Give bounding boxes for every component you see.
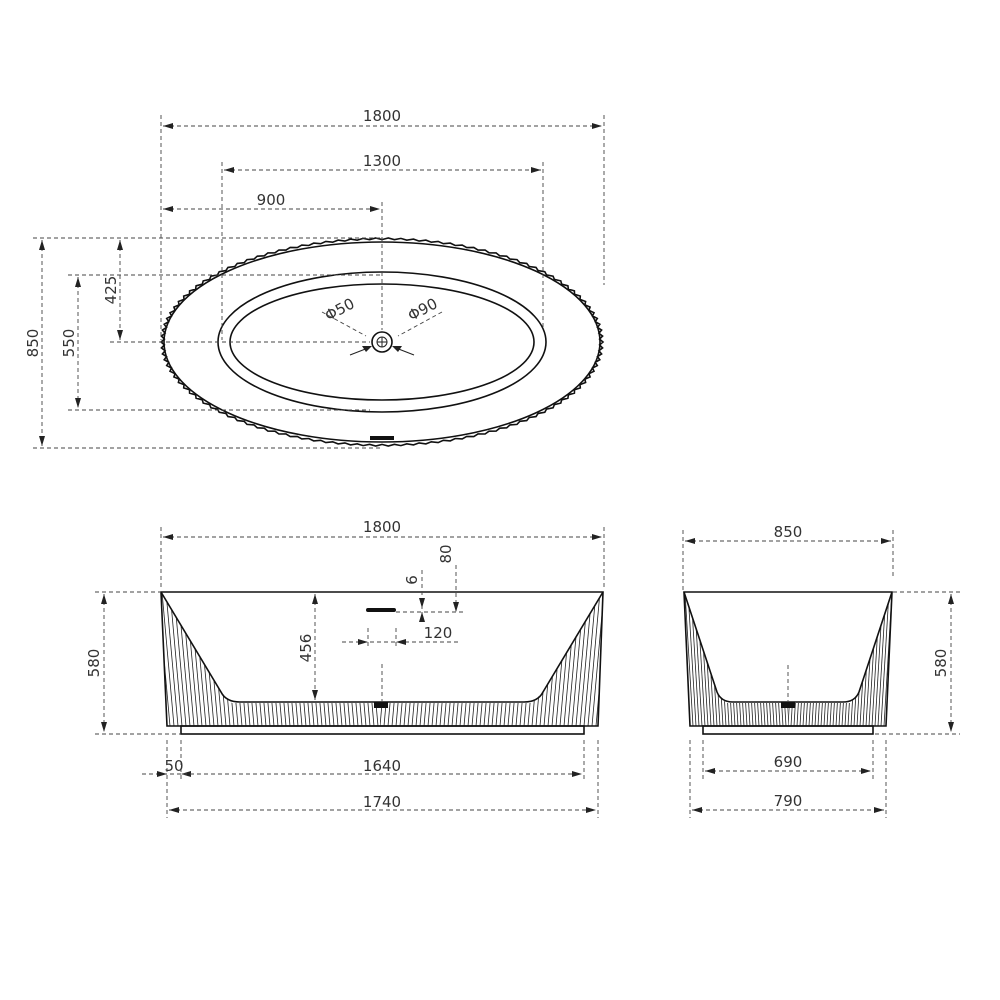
top-view: 1800 1300 900 850 550 425 Φ50 Φ90 — [24, 107, 605, 449]
flute-rib — [684, 592, 685, 726]
flute-rib — [587, 592, 601, 726]
front-plinth — [180, 725, 585, 735]
bathtub-rim-inner — [163, 241, 601, 443]
flute-rib — [880, 592, 890, 726]
flute-rib — [165, 592, 179, 726]
side-bowl-outline — [683, 591, 893, 703]
side-height-label: 580 — [932, 649, 950, 678]
side-fluted-side-left — [684, 592, 788, 726]
front-fluted-side-right — [380, 592, 603, 726]
front-rim-left-label: 50 — [164, 757, 183, 775]
front-base-inner-length-label: 1640 — [363, 757, 401, 775]
front-body-outline — [160, 591, 604, 727]
top-inner-width-label: 550 — [60, 329, 78, 358]
flute-rib — [687, 592, 697, 726]
side-overall-width-label: 850 — [774, 523, 803, 541]
side-drain — [781, 702, 795, 708]
top-overall-width-label: 850 — [24, 329, 42, 358]
front-overflow-width-label: 120 — [424, 624, 453, 642]
front-inner-depth-label: 456 — [297, 634, 315, 663]
drain-inner-diameter-label: Φ50 — [322, 294, 358, 324]
front-overflow-height-label: 6 — [403, 575, 421, 585]
top-drain-offset-x-label: 900 — [257, 191, 286, 209]
flute-rib — [161, 592, 175, 726]
front-view: 1800 580 456 6 80 120 50 1640 1740 — [85, 518, 605, 818]
side-body-outline — [683, 591, 893, 727]
front-base-length-label: 1740 — [363, 793, 401, 811]
side-plinth — [702, 725, 874, 735]
flute-rib — [583, 592, 597, 726]
front-fluted-side-left — [161, 592, 380, 726]
front-overall-length-label: 1800 — [363, 518, 401, 536]
front-overflow-top-label: 80 — [437, 544, 455, 563]
front-height-label: 580 — [85, 649, 103, 678]
side-base-width-label: 790 — [774, 792, 803, 810]
side-fluted-side-right — [788, 592, 892, 726]
side-view: 850 580 690 790 — [682, 523, 960, 818]
flute-rib — [169, 592, 183, 726]
front-overflow-slot — [366, 608, 396, 612]
top-drain-offset-y-label: 425 — [102, 276, 120, 305]
top-inner-length-label: 1300 — [363, 152, 401, 170]
flute-rib — [684, 592, 694, 726]
top-overall-length-label: 1800 — [363, 107, 401, 125]
side-base-inner-width-label: 690 — [774, 753, 803, 771]
drain-icon — [321, 311, 443, 356]
overflow-slot-top — [370, 436, 394, 440]
drain-outer-diameter-label: Φ90 — [405, 294, 441, 324]
front-drain — [374, 702, 388, 708]
flute-rib — [161, 592, 163, 726]
